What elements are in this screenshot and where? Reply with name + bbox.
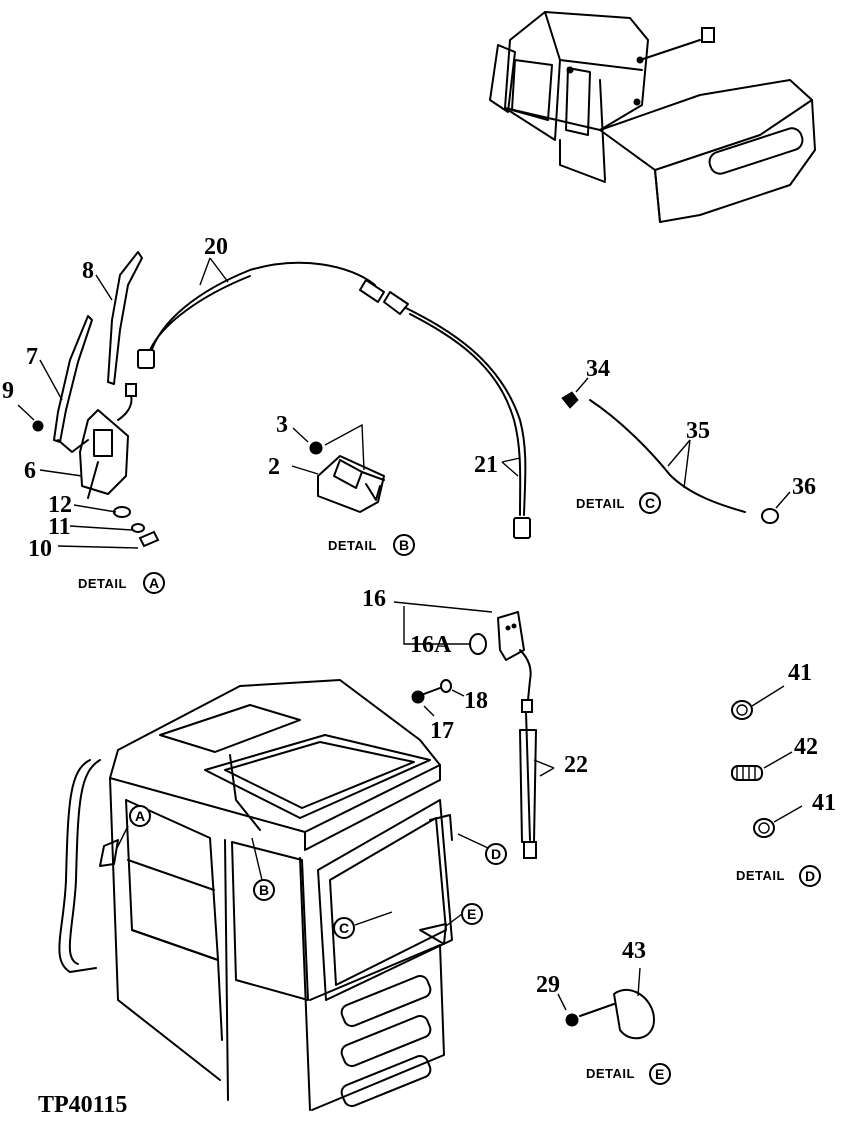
front-window xyxy=(317,799,453,1001)
cab-detail-markers: A B C D E xyxy=(129,805,507,939)
marker-a: A xyxy=(129,805,151,827)
connector xyxy=(359,279,385,303)
detail-b-switch xyxy=(291,423,385,513)
svg-text:B: B xyxy=(259,882,269,898)
marker-c: C xyxy=(333,917,355,939)
svg-text:DETAIL: DETAIL xyxy=(328,538,377,553)
callout-3: 3 xyxy=(276,412,288,438)
nut-36 xyxy=(761,508,779,524)
work-light xyxy=(497,611,525,661)
detail-a-label: DETAIL A xyxy=(78,572,165,594)
callout-8: 8 xyxy=(82,258,94,284)
callout-41-top: 41 xyxy=(788,660,812,686)
detail-b-label: DETAIL B xyxy=(328,534,415,556)
callout-6: 6 xyxy=(24,458,36,484)
detail-labels: DETAIL A DETAIL B DETAIL C DETAIL D DETA… xyxy=(78,492,821,1085)
work-light-16-harness-22 xyxy=(393,601,555,859)
marker-b: B xyxy=(253,879,275,901)
detail-e-mirror xyxy=(557,967,655,1040)
callout-12: 12 xyxy=(48,492,72,518)
detail-e-label: DETAIL E xyxy=(586,1063,671,1085)
cab-assembly xyxy=(58,679,489,1111)
mirror-43 xyxy=(613,988,655,1040)
handrail xyxy=(58,759,97,973)
gasket-16a xyxy=(469,633,487,655)
screw-3 xyxy=(309,441,323,455)
callout-34: 34 xyxy=(586,356,610,382)
callout-17: 17 xyxy=(430,718,454,744)
callout-22: 22 xyxy=(564,752,588,778)
detail-c-washer-tube xyxy=(561,377,791,524)
bolt-9 xyxy=(32,420,44,432)
figure-id: TP40115 xyxy=(38,1092,127,1118)
machine-overview xyxy=(489,11,816,223)
cab-roof xyxy=(109,679,441,833)
callout-36: 36 xyxy=(792,474,816,500)
bolt-17 xyxy=(411,690,425,704)
washer-11 xyxy=(131,523,145,533)
detail-d-label: DETAIL D xyxy=(736,865,821,887)
svg-text:DETAIL: DETAIL xyxy=(736,868,785,883)
callout-42: 42 xyxy=(794,734,818,760)
nozzle-34 xyxy=(561,391,579,409)
callout-16a: 16A xyxy=(410,632,452,658)
nut-41 xyxy=(731,700,753,720)
callout-16: 16 xyxy=(362,586,386,612)
marker-e: E xyxy=(461,903,483,925)
detail-c-label: DETAIL C xyxy=(576,492,661,514)
switch-body xyxy=(317,455,385,513)
connector xyxy=(513,517,531,539)
svg-text:DETAIL: DETAIL xyxy=(586,1066,635,1081)
svg-text:C: C xyxy=(339,920,349,936)
svg-text:D: D xyxy=(805,868,815,884)
detail-a-wiper-assembly xyxy=(17,251,160,549)
wiper-blade xyxy=(107,251,143,385)
washer-12 xyxy=(113,506,131,518)
callout-43: 43 xyxy=(622,938,646,964)
connector xyxy=(383,291,409,315)
washer-18 xyxy=(440,679,452,693)
callout-41-bottom: 41 xyxy=(812,790,836,816)
callout-7: 7 xyxy=(26,344,38,370)
callout-11: 11 xyxy=(48,514,71,540)
marker-d: D xyxy=(485,843,507,865)
bolt-29 xyxy=(565,1013,579,1027)
wiper-motor xyxy=(79,409,129,495)
svg-text:DETAIL: DETAIL xyxy=(78,576,127,591)
callout-2: 2 xyxy=(268,454,280,480)
door-window xyxy=(231,841,309,1001)
callout-numbers: 2 3 6 7 8 9 10 11 12 16 16A 17 18 20 21 … xyxy=(2,234,836,998)
harness-20-21 xyxy=(137,257,531,539)
nut-41 xyxy=(753,818,775,838)
svg-text:B: B xyxy=(399,537,409,553)
callout-20: 20 xyxy=(204,234,228,260)
callout-21: 21 xyxy=(474,452,498,478)
callout-9: 9 xyxy=(2,378,14,404)
svg-text:D: D xyxy=(491,846,501,862)
detail-d-hardware xyxy=(731,685,803,838)
connector xyxy=(137,349,155,369)
svg-text:A: A xyxy=(135,808,145,824)
callout-29: 29 xyxy=(536,972,560,998)
svg-text:A: A xyxy=(149,575,159,591)
svg-text:E: E xyxy=(655,1066,664,1082)
roof-hatch xyxy=(204,734,431,819)
callout-18: 18 xyxy=(464,688,488,714)
callout-10: 10 xyxy=(28,536,52,562)
svg-text:DETAIL: DETAIL xyxy=(576,496,625,511)
callout-35: 35 xyxy=(686,418,710,444)
svg-text:C: C xyxy=(645,495,655,511)
nut-10 xyxy=(138,530,160,548)
svg-text:E: E xyxy=(467,906,476,922)
